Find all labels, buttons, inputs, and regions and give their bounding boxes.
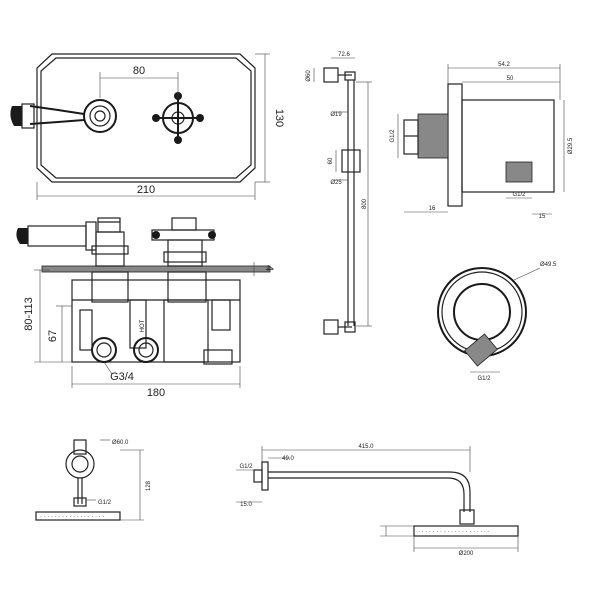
- dim-handle-spacing: 80: [133, 65, 145, 77]
- dim-outlet-thread: G1/2: [390, 129, 396, 143]
- dim-rail-pipe: Ø19: [330, 112, 342, 118]
- front-plate-outer: [36, 53, 256, 183]
- dim-outlet-hose-thread: G1/2: [512, 192, 526, 198]
- dim-body-width: 180: [147, 387, 165, 399]
- wall-head-nozzles: · · · · · · · · · · · · · · · · · · · ·: [418, 529, 490, 535]
- wall-arm: · · · · · · · · · · · · · · · · · · · · …: [236, 444, 519, 557]
- slide-rail: 72.6 Ø60 Ø19 60 Ø25 800: [306, 52, 372, 335]
- slider-block: [341, 149, 361, 173]
- dim-rail-pipe2: Ø25: [330, 180, 342, 186]
- inlet-thread-label: G3/4: [110, 371, 134, 383]
- outlet-hose-thread: [505, 161, 533, 183]
- ceiling-arm: · · · · · · · · · · · · · · · · · · Ø60.…: [35, 439, 152, 521]
- hot-label: HOT: [140, 319, 146, 332]
- dim-ceiling-thread: G1/2: [98, 500, 112, 506]
- dim-arm-head: Ø200: [459, 551, 474, 557]
- dim-arm-flange: 49.0: [282, 456, 294, 462]
- dim-plate-thickness: 4: [263, 265, 275, 271]
- cover-plate: [41, 265, 271, 273]
- dim-outlet-right: 15: [539, 214, 546, 220]
- dim-plate-width: 210: [137, 184, 155, 196]
- dim-arm-offset: 15.0: [240, 502, 252, 508]
- dim-ceiling-height: 128: [146, 480, 152, 491]
- dim-arm-length: 415.0: [358, 444, 374, 450]
- side-view: HOT 4 80-113 67 G3/4 180: [16, 217, 275, 399]
- dim-rail-length: 800: [362, 198, 368, 209]
- dim-rail-top: 72.6: [338, 52, 350, 58]
- dim-ceiling-flange: Ø60.0: [112, 440, 129, 446]
- ceiling-head-nozzles: · · · · · · · · · · · · · · · · · ·: [40, 514, 104, 520]
- dim-depth-range: 80-113: [23, 297, 35, 330]
- cross-handle: [152, 92, 204, 144]
- lever-handle: [10, 99, 117, 133]
- dim-outlet-overall: 54.2: [498, 62, 510, 68]
- dim-arm-thread: G1/2: [239, 464, 253, 470]
- dim-outlet-body: 50: [507, 76, 514, 82]
- valve-body: [71, 279, 241, 363]
- dim-outlet-diameter: Ø29.5: [568, 137, 574, 154]
- dim-outlet-front-diameter: Ø49.5: [540, 262, 557, 268]
- dim-outlet-left: 16: [429, 206, 436, 212]
- dim-plate-height: 130: [273, 109, 285, 127]
- wall-outlet-side: 54.2 50 G1/2 Ø29.5 G1/2 16 15: [390, 62, 574, 220]
- dim-outlet-front-thread: G1/2: [477, 376, 491, 382]
- dim-rail-slider: 60: [328, 157, 334, 164]
- dim-body-depth: 67: [47, 330, 59, 342]
- dim-rail-bracket: Ø60: [306, 70, 312, 82]
- front-plate-inner: [40, 57, 252, 179]
- wall-outlet-front: Ø49.5 G1/2: [437, 262, 557, 382]
- outlet-thread: [417, 113, 449, 159]
- front-view: 80 210 130: [10, 53, 285, 200]
- front-hose-thread: [464, 333, 498, 367]
